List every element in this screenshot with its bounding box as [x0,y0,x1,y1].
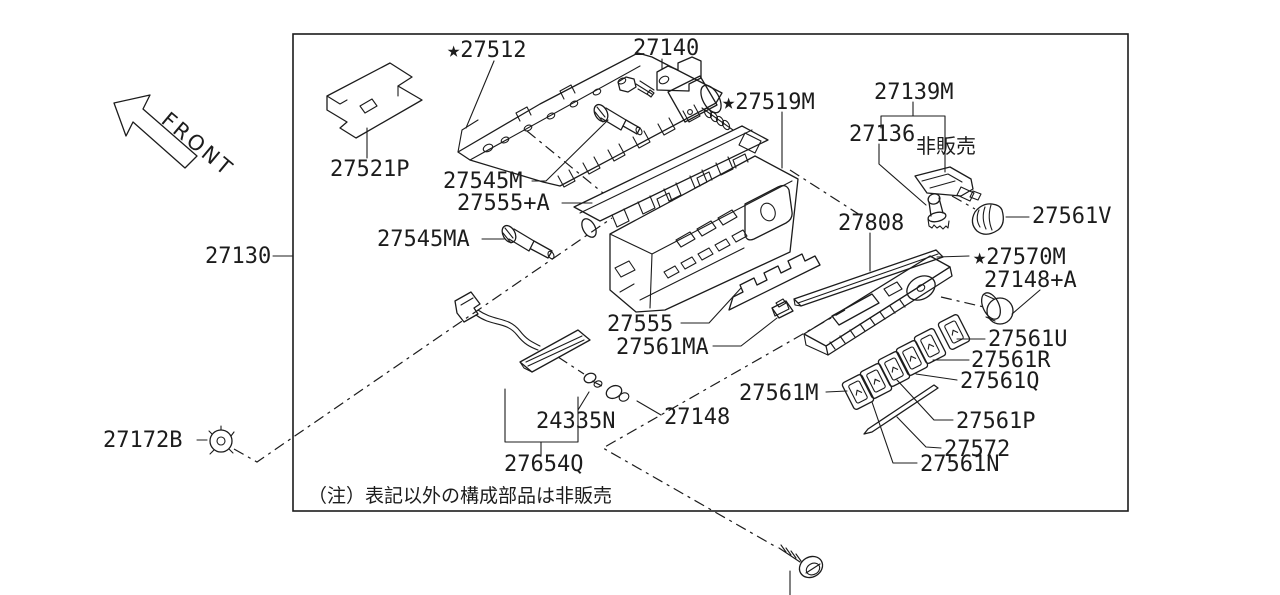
part-27512-drawing [457,52,723,188]
part-label-27561Q: 27561Q [960,369,1039,394]
part-27545M-drawing [593,103,643,136]
part-27521P-drawing [326,62,423,139]
part-label-27545MA: 27545MA [377,227,470,252]
part-label-27148: 27148 [664,405,730,430]
part-label-27172B: 27172B [103,428,182,453]
part-bottom-screw-drawing [778,544,824,579]
part-label-27521P: 27521P [330,157,409,182]
part-27172B-drawing [208,425,235,455]
part-label-27555A: 27555+A [457,191,550,216]
part-label-27561V: 27561V [1032,204,1111,229]
part-24335N-drawing [583,372,603,388]
part-27561MA-drawing [771,298,794,319]
diagram-frame-border [292,33,1129,512]
frame-note: （注）表記以外の構成部品は非販売 [308,485,612,507]
part-label-27139M: 27139M [874,80,953,105]
part-label-27561U: 27561U [988,327,1067,352]
part-label-27561N: 27561N [920,452,999,477]
part-label-27561M: 27561M [739,381,818,406]
part-27148-drawing [605,384,630,402]
part-label-27808: 27808 [838,211,904,236]
part-label-27130: 27130 [205,244,271,269]
part-27140-drawing [617,56,734,131]
part-27654Q-drawing [454,291,591,373]
part-label-27570M: ★27570M [973,245,1066,270]
part-27519M-drawing [609,153,799,313]
part-label-27561P: 27561P [956,409,1035,434]
part-label-27561MA: 27561MA [616,335,709,360]
part-label-27148A: 27148+A [984,268,1077,293]
front-label: FRONT [157,107,239,181]
part-label-27136: 27136 [849,122,915,147]
part-label-27545M: 27545M [443,169,522,194]
part-label-27140: 27140 [633,36,699,61]
part-27572-drawing [863,384,939,435]
not-for-sale-label: 非販売 [916,134,976,158]
part-label-27512: ★27512 [447,38,526,63]
part-27555A-drawing [573,125,769,238]
part-27570M-drawing [803,255,953,356]
front-direction-arrow: FRONT [113,94,239,182]
leader-lines [196,58,1041,595]
part-27545MA-drawing [501,224,555,260]
part-27139M-drawing [914,166,982,202]
part-27148A-drawing [980,292,1014,325]
part-label-27519M: ★27519M [722,90,815,115]
part-27555-drawing [728,253,821,311]
part-label-27572: 27572 [944,437,1010,462]
part-27561V-drawing [971,203,1004,235]
part-label-27654Q: 27654Q [504,452,583,477]
part-27136-drawing [927,193,950,230]
part-label-24335N: 24335N [536,409,615,434]
part-label-27555: 27555 [607,312,673,337]
part-switch-buttons-drawing [841,314,971,410]
part-label-27561R: 27561R [971,348,1051,373]
